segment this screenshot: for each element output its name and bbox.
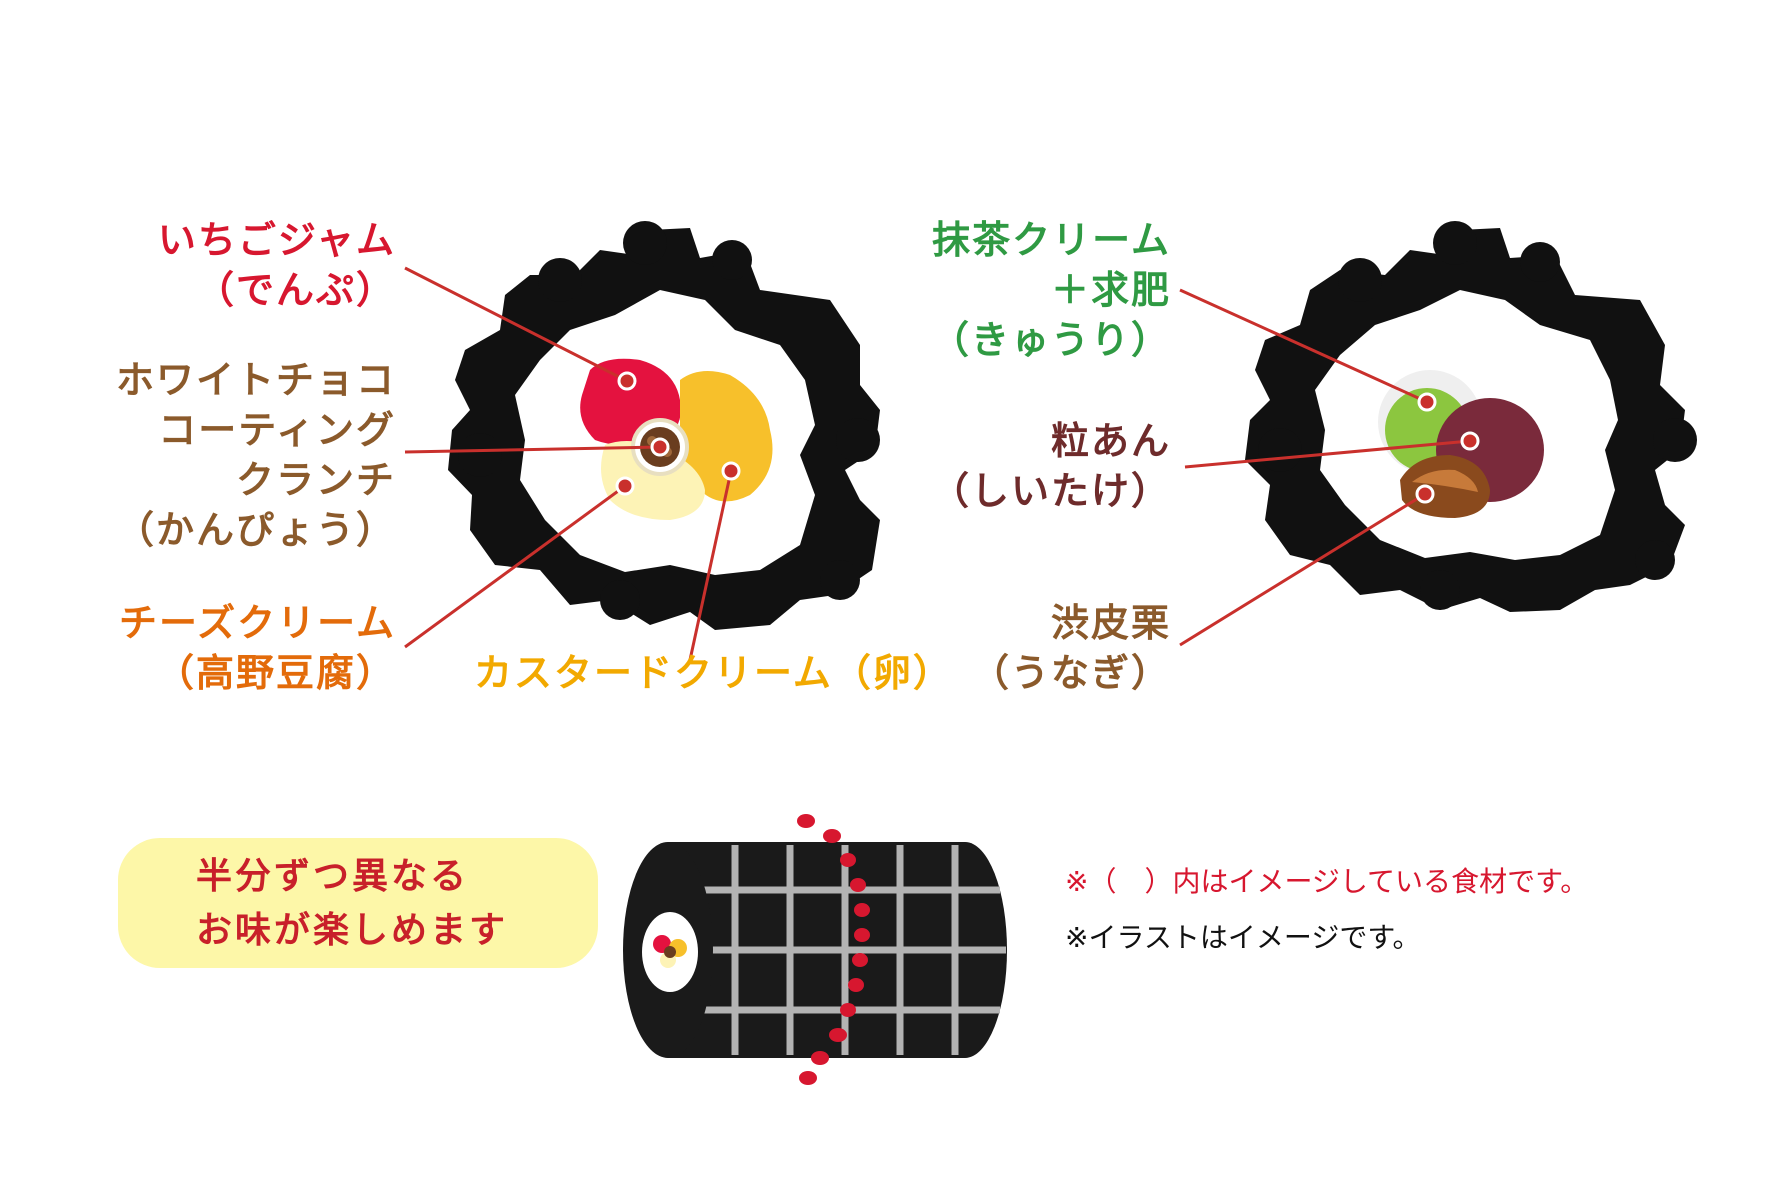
label-line: （しいたけ） <box>930 469 1171 513</box>
label-line: チーズクリーム <box>119 601 396 645</box>
note-ingredients: ※（ ）内はイメージしている食材です。 <box>1065 865 1589 898</box>
label-line: クランチ <box>235 458 396 502</box>
callout-text: 半分ずつ異なる お味が楽しめます <box>196 850 508 958</box>
left-roll-fillings <box>580 358 773 520</box>
label-line: コーティング <box>158 408 396 452</box>
label-line: （高野豆腐） <box>155 651 396 695</box>
right-leader-dots <box>1415 392 1480 504</box>
callout-line: 半分ずつ異なる <box>196 856 470 897</box>
label-line: （でんぷ） <box>195 268 396 312</box>
label-line: カスタードクリーム（卵） <box>474 651 953 695</box>
label-custard-cream: カスタードクリーム（卵） <box>474 648 953 698</box>
label-white-choco: ホワイトチョコ コーティング クランチ （かんぴょう） <box>116 355 396 555</box>
label-shibukawa-chestnut: 渋皮栗 （うなぎ） <box>971 598 1171 698</box>
label-line: いちごジャム <box>157 218 396 262</box>
label-line: （きゅうり） <box>930 318 1171 362</box>
label-line: （かんぴょう） <box>115 508 396 552</box>
label-line: 粒あん <box>1050 419 1171 463</box>
label-line: 抹茶クリーム <box>932 218 1171 262</box>
left-leader-dots <box>615 371 741 496</box>
label-cheese-cream: チーズクリーム （高野豆腐） <box>119 598 396 698</box>
roll-grid-lines <box>668 845 1006 1055</box>
left-roll-nori <box>448 221 880 630</box>
label-line: ＋求肥 <box>1050 268 1171 312</box>
label-line: ホワイトチョコ <box>115 358 396 402</box>
callout-line: お味が楽しめます <box>196 910 509 951</box>
left-leader-lines <box>404 266 733 661</box>
right-leader-lines <box>1179 288 1471 647</box>
label-tsubuan: 粒あん （しいたけ） <box>931 416 1171 516</box>
custard-filling <box>680 371 773 502</box>
note-illustration: ※イラストはイメージです。 <box>1065 921 1421 954</box>
label-line: （うなぎ） <box>970 651 1171 695</box>
callout-pill <box>118 838 598 968</box>
right-roll-nori <box>1245 221 1697 612</box>
label-line: 渋皮栗 <box>1050 601 1171 645</box>
label-matcha-cream: 抹茶クリーム ＋求肥 （きゅうり） <box>931 215 1171 365</box>
cut-line-dots <box>797 814 870 1085</box>
label-strawberry-jam: いちごジャム （でんぷ） <box>158 215 396 315</box>
whole-roll-illustration <box>623 814 1007 1085</box>
